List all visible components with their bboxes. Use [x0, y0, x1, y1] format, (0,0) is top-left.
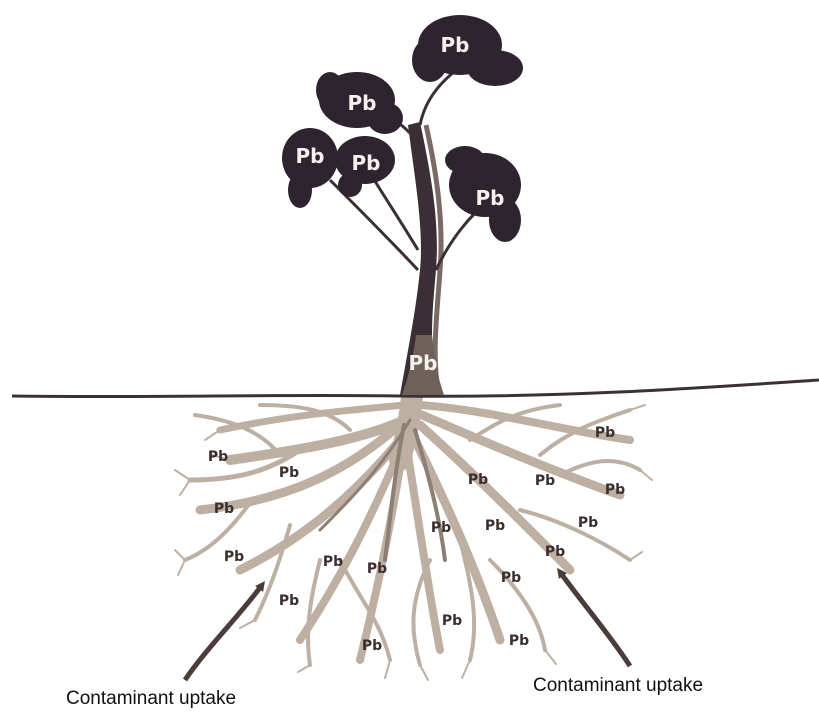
pb-symbol: Pb — [409, 351, 438, 375]
pb-symbol: Pb — [348, 91, 377, 115]
pb-symbol: Pb — [224, 549, 244, 565]
contaminant-uptake-label-right: Contaminant uptake — [533, 675, 703, 697]
pb-symbol: Pb — [362, 638, 382, 654]
pb-markers-roots: Pb Pb Pb Pb Pb Pb Pb Pb Pb Pb Pb Pb Pb P… — [208, 425, 625, 654]
leaf-cluster-left — [282, 128, 338, 208]
pb-symbol: Pb — [501, 570, 521, 586]
pb-symbol: Pb — [352, 151, 381, 175]
pb-symbol: Pb — [441, 33, 470, 57]
pb-symbol: Pb — [476, 186, 505, 210]
curved-up-arrow-icon — [560, 572, 630, 666]
pb-symbol: Pb — [279, 593, 299, 609]
pb-symbol: Pb — [535, 473, 555, 489]
curved-up-arrow-icon — [185, 585, 262, 680]
pb-symbol: Pb — [367, 561, 387, 577]
pb-symbol: Pb — [296, 144, 325, 168]
pb-symbol: Pb — [545, 544, 565, 560]
pb-symbol: Pb — [214, 501, 234, 517]
pb-symbol: Pb — [595, 425, 615, 441]
pb-marker-stem: Pb — [409, 351, 438, 375]
pb-symbol: Pb — [431, 520, 451, 536]
pb-symbol: Pb — [578, 515, 598, 531]
root-system — [175, 395, 652, 680]
pb-symbol: Pb — [468, 472, 488, 488]
pb-symbol: Pb — [442, 613, 462, 629]
pb-symbol: Pb — [279, 465, 299, 481]
contaminant-uptake-label-left: Contaminant uptake — [66, 688, 236, 710]
pb-symbol: Pb — [605, 482, 625, 498]
pb-symbol: Pb — [485, 518, 505, 534]
pb-symbol: Pb — [208, 449, 228, 465]
pb-symbol: Pb — [509, 633, 529, 649]
pb-symbol: Pb — [323, 554, 343, 570]
